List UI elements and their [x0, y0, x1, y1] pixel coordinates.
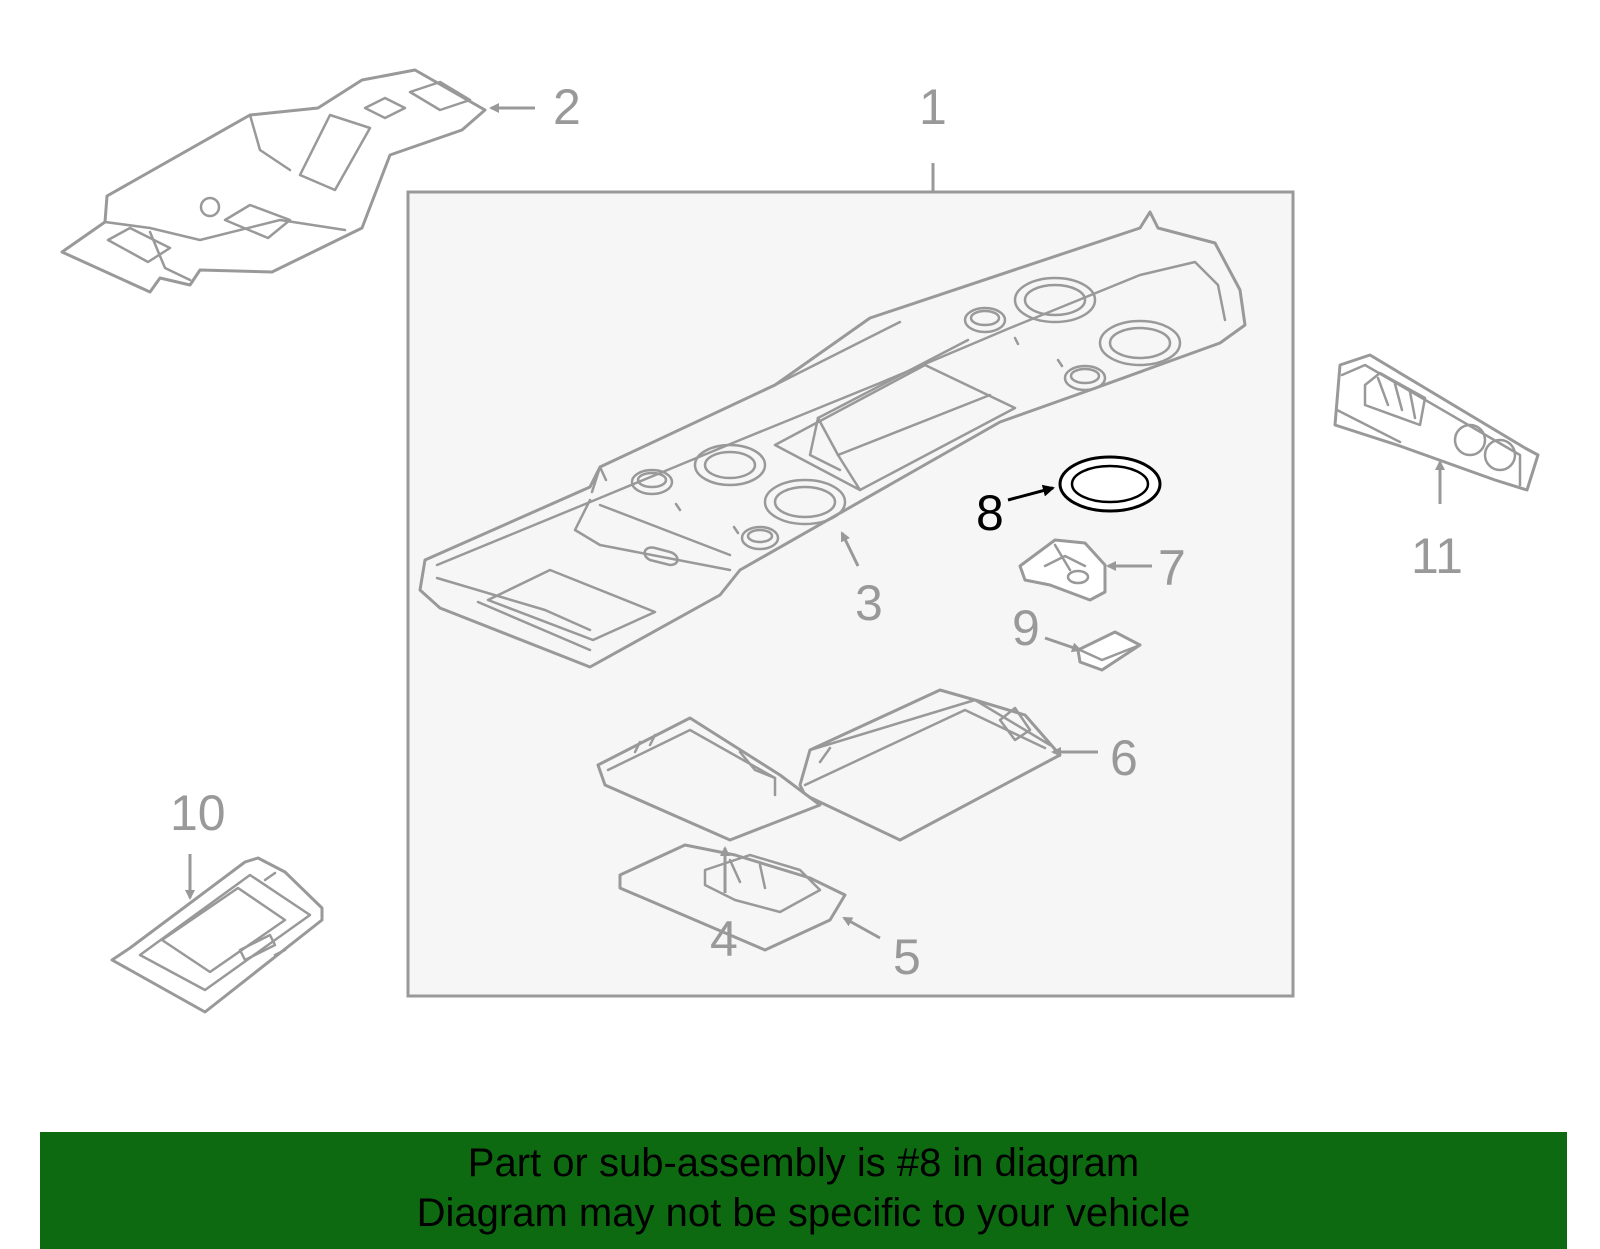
part-10-map-lamp[interactable] — [110, 856, 324, 1014]
part-3-console-housing[interactable] — [418, 210, 1247, 669]
callout-label-10: 10 — [170, 785, 226, 841]
banner-line-2: Diagram may not be specific to your vehi… — [416, 1191, 1191, 1235]
callout-7: 7 — [1106, 540, 1186, 596]
callout-label-3: 3 — [855, 575, 883, 631]
callout-label-9: 9 — [1012, 600, 1040, 656]
callout-5: 5 — [842, 916, 921, 985]
callout-label-2: 2 — [553, 79, 581, 135]
callout-label-7: 7 — [1158, 540, 1186, 596]
part-11-switch-panel[interactable] — [1333, 353, 1540, 492]
part-9-switch[interactable] — [1076, 630, 1142, 672]
part-4-lamp-lens[interactable] — [596, 716, 822, 842]
callout-label-8: 8 — [976, 485, 1004, 541]
callout-11: 11 — [1411, 460, 1463, 584]
callout-1: 1 — [919, 79, 947, 192]
callout-label-11: 11 — [1411, 528, 1463, 584]
callout-4: 4 — [710, 846, 738, 967]
part-5-trim-bezel[interactable] — [618, 843, 847, 952]
callout-label-4: 4 — [710, 911, 738, 967]
part-6-lens-cover[interactable] — [798, 688, 1062, 842]
part-7-clip[interactable] — [1018, 538, 1107, 602]
callout-label-1: 1 — [919, 79, 947, 135]
info-banner: Part or sub-assembly is #8 in diagram Di… — [40, 1132, 1567, 1249]
callout-9: 9 — [1012, 600, 1082, 656]
callout-2: 2 — [489, 79, 581, 135]
callout-label-6: 6 — [1110, 730, 1138, 786]
banner-line-1: Part or sub-assembly is #8 in diagram — [467, 1141, 1140, 1185]
part-2-bracket[interactable] — [60, 68, 487, 294]
callout-6: 6 — [1051, 730, 1138, 786]
part-8-gasket-ring[interactable] — [1058, 455, 1162, 513]
callout-label-5: 5 — [893, 929, 921, 985]
callout-3: 3 — [840, 531, 883, 631]
callout-8: 8 — [976, 484, 1055, 541]
callout-10: 10 — [170, 785, 226, 900]
